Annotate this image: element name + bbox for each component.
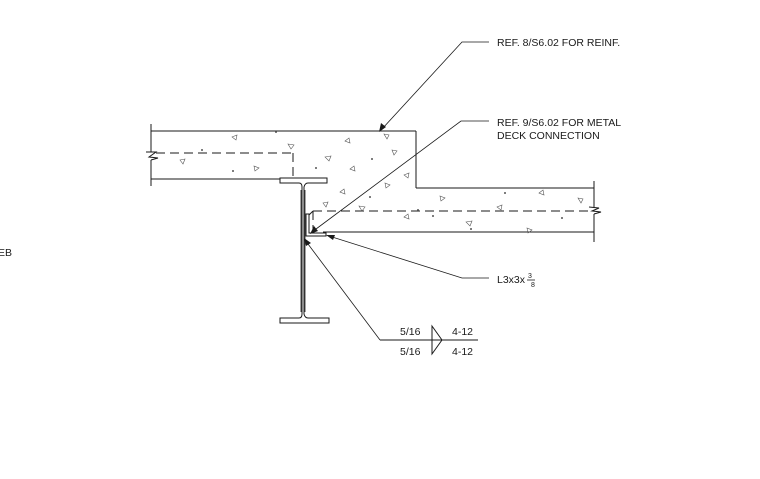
weld-bottom-length-pitch: 4-12 <box>452 346 473 358</box>
deck-connection-note-line2: DECK CONNECTION <box>497 130 600 142</box>
weld-top-length-pitch: 4-12 <box>452 326 473 338</box>
deck-connection-note-line1: REF. 9/S6.02 FOR METAL <box>497 117 621 129</box>
concrete-aggregate-hatch <box>179 131 584 234</box>
deck-connection-leader <box>310 120 489 234</box>
weld-top-size: 5/16 <box>400 326 421 338</box>
angle-size-text: L3x3x <box>497 274 526 286</box>
lower-slab <box>305 131 602 242</box>
weld-bottom-size: 5/16 <box>400 346 421 358</box>
steel-wide-flange-beam <box>279 177 330 324</box>
edge-label-fragment: EB <box>0 247 12 259</box>
angle-leader <box>326 235 489 279</box>
reinforcement-leader <box>379 41 489 132</box>
angle-size-fraction-denominator: 8 <box>531 282 535 289</box>
upper-slab <box>146 124 416 186</box>
angle-size-fraction-numerator: 3 <box>528 273 532 280</box>
reinforcement-reference-note: REF. 8/S6.02 FOR REINF. <box>497 37 620 49</box>
angle-size-label: L3x3x 3 8 <box>497 273 535 289</box>
weld-symbol <box>304 238 478 356</box>
steel-angle <box>305 213 327 237</box>
